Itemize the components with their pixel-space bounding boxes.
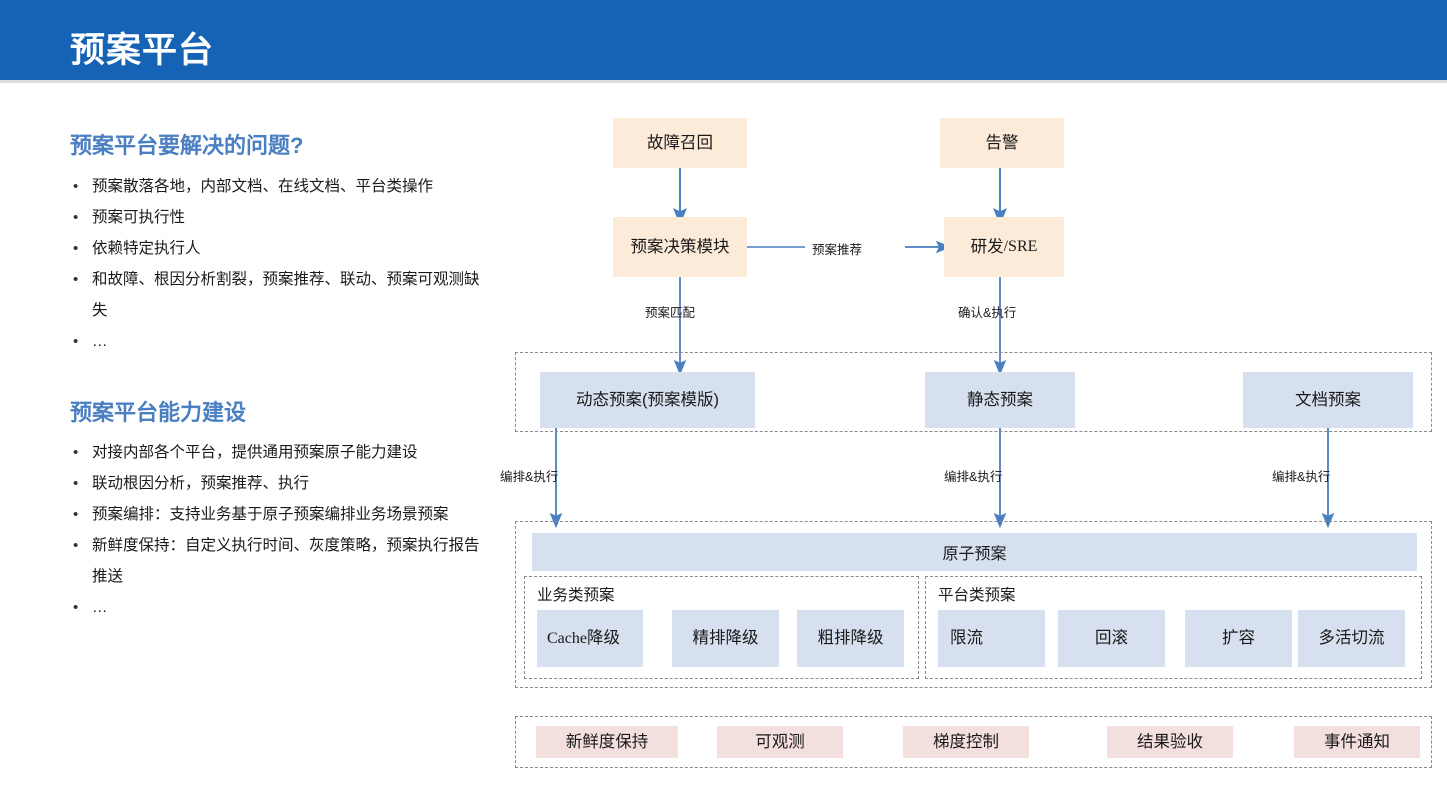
- sidebar: 预案平台要解决的问题? 预案散落各地，内部文档、在线文档、平台类操作 预案可执行…: [70, 132, 480, 629]
- node-label: 结果验收: [1137, 732, 1203, 751]
- edge-label-confirm-execute: 确认&执行: [958, 306, 1017, 320]
- architecture-diagram: 故障召回 告警 预案决策模块 研发/SRE 预案推荐 预案匹配 确认&执行 编排…: [0, 80, 1447, 804]
- list-item: 对接内部各个平台，提供通用预案原子能力建设: [70, 437, 480, 468]
- node-rollback[interactable]: 回滚: [1058, 610, 1165, 667]
- list-item: 新鲜度保持：自定义执行时间、灰度策略，预案执行报告推送: [70, 530, 480, 592]
- platform-plans-group: [925, 576, 1422, 679]
- node-gradient-control[interactable]: 梯度控制: [903, 726, 1029, 758]
- node-label-latin: /SRE: [1003, 238, 1038, 255]
- edge-label-plan-match: 预案匹配: [645, 306, 696, 320]
- node-scale-out[interactable]: 扩容: [1185, 610, 1292, 667]
- node-label: 动态预案(预案模版): [576, 390, 719, 409]
- plan-types-container: [515, 352, 1432, 432]
- cross-cutting-container: [515, 716, 1432, 768]
- node-document-plan[interactable]: 文档预案: [1243, 372, 1413, 428]
- node-static-plan[interactable]: 静态预案: [925, 372, 1075, 428]
- node-label: 事件通知: [1324, 732, 1390, 751]
- atomic-plans-header: 原子预案: [532, 533, 1417, 571]
- sidebar-section-problems: 预案平台要解决的问题? 预案散落各地，内部文档、在线文档、平台类操作 预案可执行…: [70, 132, 480, 357]
- list-item: 预案可执行性: [70, 202, 480, 233]
- node-label: 回滚: [1095, 629, 1128, 648]
- node-label: 可观测: [755, 732, 805, 751]
- connector-lines: [549, 168, 1335, 529]
- header-divider: [0, 80, 1447, 83]
- node-label: 预案决策模块: [630, 237, 730, 256]
- node-label: 多活切流: [1318, 629, 1385, 648]
- section-heading-problems: 预案平台要解决的问题?: [70, 133, 304, 158]
- node-multi-active-traffic-switch[interactable]: 多活切流: [1298, 610, 1405, 667]
- business-plans-group: [524, 576, 919, 679]
- node-label: 文档预案: [1295, 390, 1361, 409]
- app-header-bar: [0, 0, 1447, 80]
- node-label: 新鲜度保持: [565, 732, 649, 751]
- problem-list: 预案散落各地，内部文档、在线文档、平台类操作 预案可执行性 依赖特定执行人 和故…: [70, 171, 480, 357]
- node-label: 梯度控制: [933, 732, 999, 751]
- edge-label-orchestrate-execute-1: 编排&执行: [500, 470, 559, 484]
- node-fine-rank-downgrade[interactable]: 精排降级: [672, 610, 779, 667]
- sidebar-section-capabilities: 预案平台能力建设 对接内部各个平台，提供通用预案原子能力建设 联动根因分析，预案…: [70, 399, 480, 624]
- platform-plans-group-label: 平台类预案: [938, 587, 1016, 604]
- node-label: 扩容: [1222, 629, 1255, 648]
- node-dev-sre[interactable]: 研发/SRE: [944, 217, 1064, 277]
- page-title: 预案平台: [70, 31, 215, 70]
- atomic-header-label: 原子预案: [942, 546, 1007, 563]
- node-observability[interactable]: 可观测: [717, 726, 843, 758]
- node-label-cn: 研发: [970, 237, 1004, 256]
- node-label: 故障召回: [647, 133, 713, 152]
- node-label-latin: Cache: [547, 629, 587, 647]
- edge-label-orchestrate-execute-2: 编排&执行: [944, 470, 1003, 484]
- node-alarm[interactable]: 告警: [940, 118, 1064, 168]
- list-item: 和故障、根因分析割裂，预案推荐、联动、预案可观测缺失: [70, 264, 480, 326]
- node-freshness-keeping[interactable]: 新鲜度保持: [536, 726, 678, 758]
- list-item: 依赖特定执行人: [70, 233, 480, 264]
- node-label: 静态预案: [967, 390, 1033, 409]
- edge-label-orchestrate-execute-3: 编排&执行: [1272, 470, 1331, 484]
- edge-label-plan-recommend: 预案推荐: [812, 243, 863, 257]
- node-event-notification[interactable]: 事件通知: [1294, 726, 1420, 758]
- node-rate-limit[interactable]: 限流: [938, 610, 1045, 667]
- node-label: 粗排降级: [817, 629, 884, 648]
- node-fault-recall[interactable]: 故障召回: [613, 118, 747, 168]
- node-decision-module[interactable]: 预案决策模块: [613, 217, 747, 277]
- node-label: 限流: [950, 629, 983, 648]
- node-coarse-rank-downgrade[interactable]: 粗排降级: [797, 610, 904, 667]
- capability-list: 对接内部各个平台，提供通用预案原子能力建设 联动根因分析，预案推荐、执行 预案编…: [70, 437, 480, 623]
- list-item: 预案编排：支持业务基于原子预案编排业务场景预案: [70, 499, 480, 530]
- section-heading-capabilities: 预案平台能力建设: [70, 399, 247, 425]
- node-label-cn: 降级: [586, 629, 620, 648]
- list-item: …: [70, 592, 480, 623]
- business-plans-group-label: 业务类预案: [537, 587, 615, 604]
- atomic-plans-container: [515, 521, 1432, 688]
- list-item: 预案散落各地，内部文档、在线文档、平台类操作: [70, 171, 480, 202]
- list-item: 联动根因分析，预案推荐、执行: [70, 468, 480, 499]
- node-result-acceptance[interactable]: 结果验收: [1107, 726, 1233, 758]
- node-label: 告警: [985, 133, 1019, 152]
- node-dynamic-plan[interactable]: 动态预案(预案模版): [540, 372, 755, 428]
- node-label: 精排降级: [692, 629, 759, 648]
- list-item: …: [70, 326, 480, 357]
